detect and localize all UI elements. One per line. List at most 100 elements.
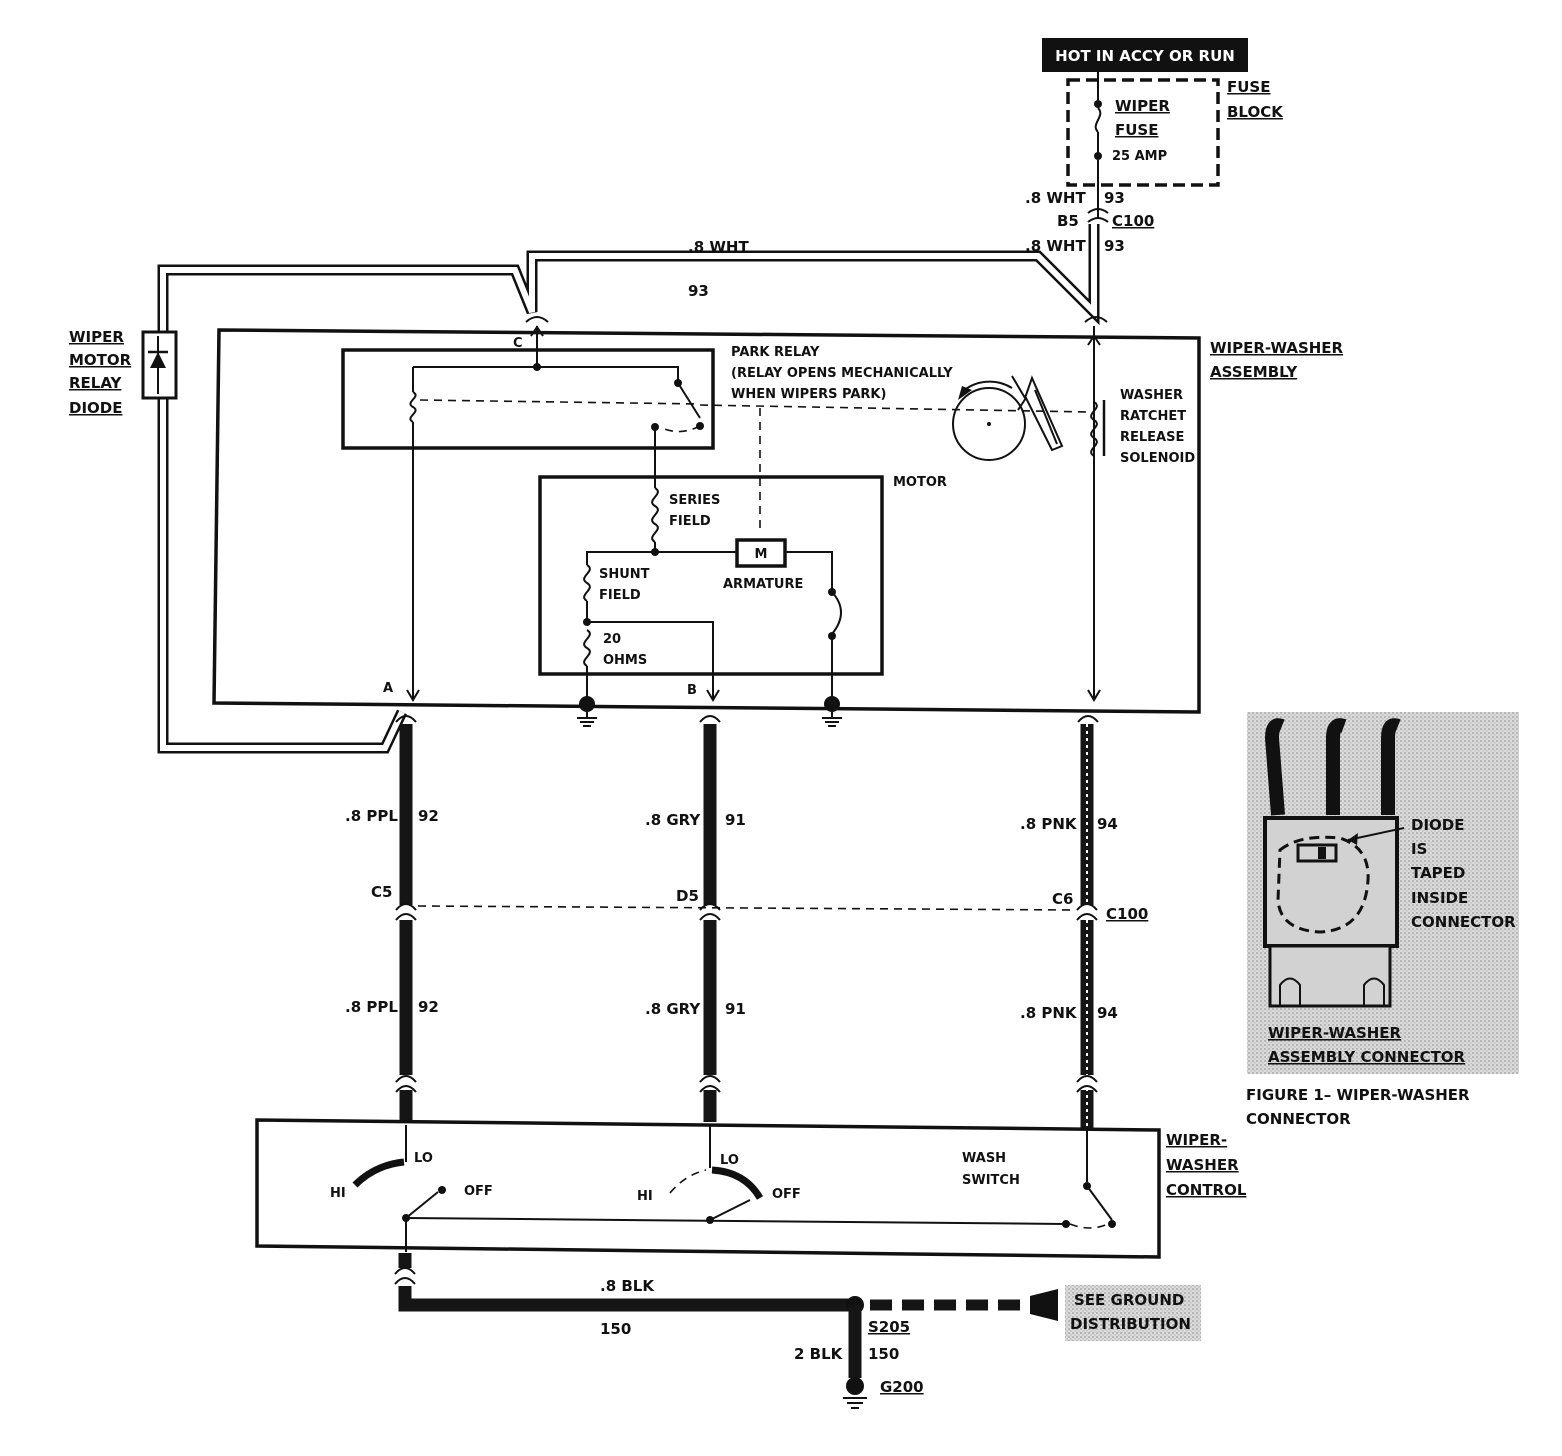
lower-wires: A B .8 PPL 92 .8 GR — [345, 681, 1148, 1128]
figure-caption1-text: FIGURE 1– WIPER-WASHER — [1246, 1086, 1470, 1104]
wash-switch — [1086, 1185, 1113, 1221]
wires-pnk-circuit-text: 94 — [1097, 1004, 1118, 1022]
motor-switch — [831, 591, 842, 635]
diode-line3-text: RELAY — [69, 374, 123, 392]
figure-caption2-text: CONNECTOR — [1246, 1110, 1351, 1128]
park-relay-line3-text: WHEN WIPERS PARK) — [731, 387, 886, 402]
wires-ppl-color-text: .8 PPL — [345, 807, 398, 825]
motor-ohms2-text: OHMS — [603, 653, 647, 668]
control-lo-text: LO — [720, 1153, 739, 1168]
park-relay-contact — [677, 382, 701, 419]
wires-gry-circuit-text: 91 — [725, 1000, 746, 1018]
ground-splice-circuit-text: 150 — [868, 1345, 899, 1363]
solenoid-line3-text: RELEASE — [1120, 430, 1184, 445]
ground-ground-id-text: G200 — [880, 1378, 924, 1396]
series-field-icon — [651, 487, 659, 543]
ground-blk-circuit-text: 150 — [600, 1320, 631, 1338]
ground-splice-text: S205 — [868, 1318, 910, 1336]
connector-c100-top-icon — [1087, 208, 1109, 214]
connector-body-icon — [1263, 816, 1399, 948]
fuse-block: WIPER FUSE 25 AMP FUSE BLOCK — [1066, 72, 1284, 187]
top-wire-circuit-upper-text: 93 — [1104, 189, 1125, 207]
wires-pnk-color-text: .8 PNK — [1020, 1004, 1078, 1022]
top-wire-pin-text: B5 — [1057, 212, 1079, 230]
motor-title-text: MOTOR — [893, 475, 947, 490]
figure-diode1-text: DIODE — [1411, 816, 1464, 834]
solenoid-line4-text: SOLENOID — [1120, 451, 1195, 466]
fuse-rating: 25 AMP — [1112, 149, 1167, 164]
fuse-block-label-1: FUSE — [1227, 78, 1270, 96]
control-hi-text: HI — [637, 1189, 653, 1204]
figure-1-connector: DIODE IS TAPED INSIDE CONNECTOR WIPER-WA… — [1246, 712, 1519, 1128]
wiper-motor-relay-diode: WIPER MOTOR RELAY DIODE — [69, 328, 178, 417]
relay-coil-icon — [409, 391, 417, 423]
wires-pnk-circuit-text: 94 — [1097, 815, 1118, 833]
wires-pin-c5-text: C5 — [371, 883, 392, 901]
taped-diode-icon — [1296, 843, 1338, 863]
figure-diode3-text: TAPED — [1411, 864, 1465, 882]
park-relay-line1-text: PARK RELAY — [731, 345, 820, 360]
wiper-washer-control: WIPER- WASHER CONTROL LO HI OFF LO HI OF… — [255, 1118, 1247, 1259]
ground-see1-text: SEE GROUND — [1074, 1291, 1184, 1309]
ground-see2-text: DISTRIBUTION — [1070, 1315, 1191, 1333]
ground-circuit: .8 BLK 150 S205 150 2 BLK G200 SEE GROUN… — [394, 1253, 1201, 1409]
header-hot-label-text: HOT IN ACCY OR RUN — [1055, 47, 1235, 65]
wires-ppl-circuit-text: 92 — [418, 807, 439, 825]
control-lo-text: LO — [414, 1151, 433, 1166]
wiper-switch-right — [709, 1199, 751, 1221]
ratchet-pawl-icon — [1011, 375, 1064, 452]
assembly-line2-text: ASSEMBLY — [1210, 363, 1298, 381]
wiper-washer-assembly: WIPER-WASHER ASSEMBLY C PARK RELAY (RELA… — [212, 316, 1344, 714]
control-line2-text: WASHER — [1166, 1156, 1239, 1174]
motor-shunt1-text: SHUNT — [599, 567, 650, 582]
assembly-pin-a-text: A — [383, 681, 393, 696]
resistor-icon — [583, 629, 591, 667]
park-relay-line2-text: (RELAY OPENS MECHANICALLY — [731, 366, 953, 381]
solenoid-coil-icon — [1090, 401, 1098, 457]
fuse-block-label-2: BLOCK — [1227, 103, 1284, 121]
motor-m-text: M — [755, 547, 768, 562]
control-off-text: OFF — [464, 1184, 493, 1199]
fuse-label-1: WIPER — [1115, 97, 1170, 115]
ratchet-wheel-icon — [952, 387, 1026, 461]
assembly-line1-text: WIPER-WASHER — [1210, 339, 1344, 357]
wires-gry-circuit-text: 91 — [725, 811, 746, 829]
hi-contact — [352, 1158, 405, 1188]
ground-arrow-icon — [1030, 1289, 1058, 1321]
top-wire-connector-text: C100 — [1112, 212, 1154, 230]
diode-line4-text: DIODE — [69, 399, 122, 417]
top-wire-color-upper-text: .8 WHT — [1025, 189, 1086, 207]
control-line1-text: WIPER- — [1166, 1131, 1227, 1149]
wires-pnk-color-text: .8 PNK — [1020, 815, 1078, 833]
control-wash1-text: WASH — [962, 1151, 1006, 1166]
control-hi-text: HI — [330, 1186, 346, 1201]
assembly-pin-c-text: C — [513, 336, 523, 351]
wires-pin-d5-text: D5 — [676, 887, 699, 905]
figure-diode5-text: CONNECTOR — [1411, 913, 1516, 931]
motor-series2-text: FIELD — [669, 514, 711, 529]
motor-ohms1-text: 20 — [603, 632, 621, 647]
wht-loop-wire: .8 WHT 93 — [157, 224, 1100, 754]
motor-armature-text: ARMATURE — [723, 577, 803, 592]
top-wire-loop-circuit-text: 93 — [688, 282, 709, 300]
solenoid-line2-text: RATCHET — [1120, 409, 1186, 424]
diode-line2-text: MOTOR — [69, 351, 132, 369]
internal-grounds — [577, 696, 842, 727]
shunt-field-icon — [583, 564, 591, 602]
assembly-pin-b-text: B — [687, 683, 697, 698]
figure-diode2-text: IS — [1411, 840, 1427, 858]
control-wash2-text: SWITCH — [962, 1173, 1020, 1188]
figure-conn1-text: WIPER-WASHER — [1268, 1024, 1402, 1042]
wires-ppl-color-text: .8 PPL — [345, 998, 398, 1016]
wires-ppl-circuit-text: 92 — [418, 998, 439, 1016]
hot-in-accy-label: HOT IN ACCY OR RUN — [1042, 38, 1248, 72]
control-off-text: OFF — [772, 1187, 801, 1202]
ground-blk2-color-text: 2 BLK — [794, 1345, 844, 1363]
motor-series1-text: SERIES — [669, 493, 720, 508]
wires-connector-text: C100 — [1106, 905, 1148, 923]
control-line3-text: CONTROL — [1166, 1181, 1247, 1199]
fuse-element-icon — [1094, 107, 1102, 133]
diode-icon — [150, 352, 166, 368]
wires-gry-color-text: .8 GRY — [645, 811, 701, 829]
